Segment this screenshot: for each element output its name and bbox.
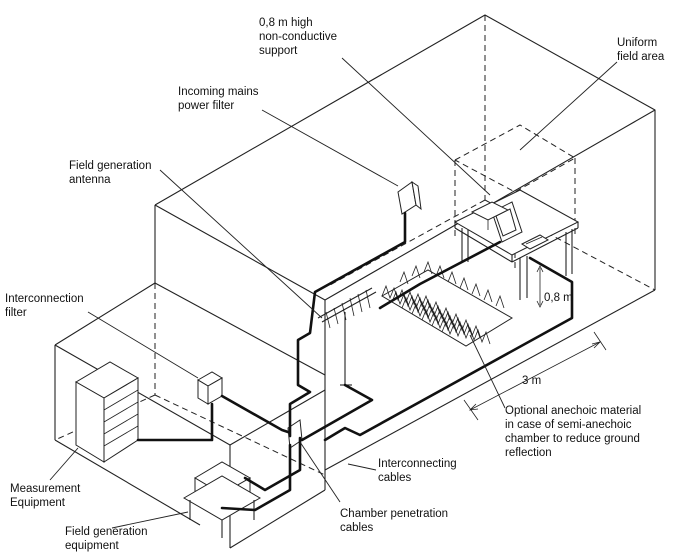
field-gen-equipment — [183, 461, 261, 538]
label-uniform-field: Uniform field area — [617, 37, 665, 63]
dimensions — [463, 265, 607, 421]
label-height-dim: 0,8 m — [544, 292, 573, 304]
label-anechoic-material: Optional anechoic material in case of se… — [505, 405, 644, 459]
label-field-gen-equipment: Field generation equipment — [65, 526, 151, 552]
label-antenna: Field generation antenna — [69, 160, 155, 186]
label-measurement-equipment: Measurement Equipment — [10, 483, 84, 509]
label-mains-filter: Incoming mains power filter — [178, 86, 262, 112]
interconnection-filter-box — [197, 371, 223, 405]
measurement-rack — [75, 361, 139, 463]
test-table — [453, 189, 580, 300]
mains-filter-box — [397, 180, 422, 215]
anechoic-material — [381, 260, 513, 347]
label-penetration-cables: Chamber penetration cables — [340, 508, 451, 534]
label-distance-dim: 3 m — [522, 375, 541, 387]
label-interconnection-filter: Interconnection filter — [5, 293, 87, 319]
label-support: 0,8 m high non-conductive support — [259, 17, 340, 57]
antenna — [317, 287, 377, 386]
cables — [136, 211, 574, 512]
leader-lines — [49, 57, 618, 529]
label-interconnecting-cables: Interconnecting cables — [378, 458, 460, 484]
